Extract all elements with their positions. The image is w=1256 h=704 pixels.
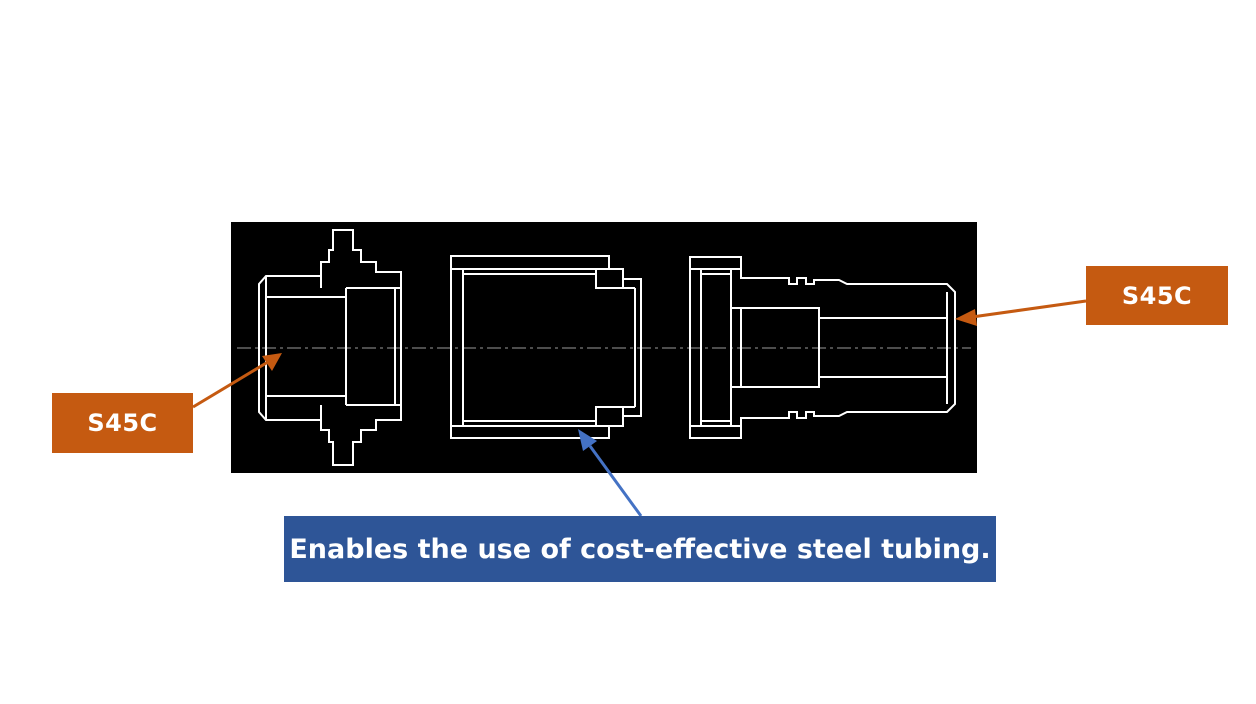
callout-bottom-description: Enables the use of cost-effective steel … bbox=[284, 516, 996, 582]
right-adapter-part bbox=[689, 256, 956, 439]
callout-bottom-text: Enables the use of cost-effective steel … bbox=[289, 533, 991, 565]
callout-right-material-label: S45C bbox=[1086, 266, 1228, 325]
callout-left-text: S45C bbox=[87, 409, 158, 437]
callout-left-material-label: S45C bbox=[52, 393, 193, 453]
middle-tube-part bbox=[450, 255, 642, 439]
technical-drawing-panel bbox=[231, 222, 977, 473]
callout-right-text: S45C bbox=[1121, 281, 1193, 310]
